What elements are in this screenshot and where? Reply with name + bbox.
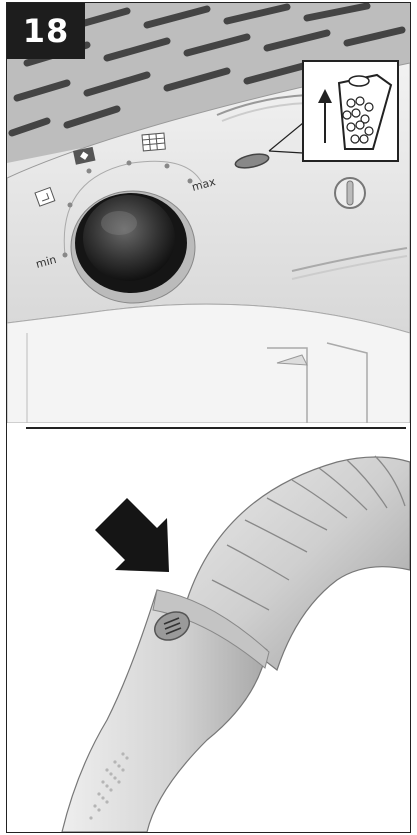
section-divider: [26, 427, 406, 429]
diamond-square-icon: [73, 146, 96, 165]
step-number-badge: 18: [7, 3, 85, 59]
control-panel-illustration: min max: [7, 3, 410, 423]
control-panel-svg: min max: [7, 3, 410, 423]
dial-min-label: min: [34, 253, 57, 271]
callout-leader: [268, 122, 304, 154]
hose-handle-illustration: [7, 440, 410, 832]
power-button: [334, 177, 366, 209]
filter-bag-up-arrow-icon: [302, 60, 399, 162]
corrugated-hose: [186, 455, 410, 671]
hose-handle-svg: [61, 455, 410, 832]
filter-indicator-light: [234, 153, 270, 169]
small-square-icon: [34, 186, 56, 207]
suction-power-dial: [70, 190, 196, 304]
grid-square-icon: [141, 132, 166, 152]
air-regulator-slider: [154, 611, 190, 641]
air-grille: [7, 3, 410, 163]
dial-max-label: max: [190, 175, 217, 194]
dial-position-dots: [62, 160, 193, 258]
down-right-arrow-icon: [95, 498, 169, 572]
hose-handle: [61, 589, 270, 832]
